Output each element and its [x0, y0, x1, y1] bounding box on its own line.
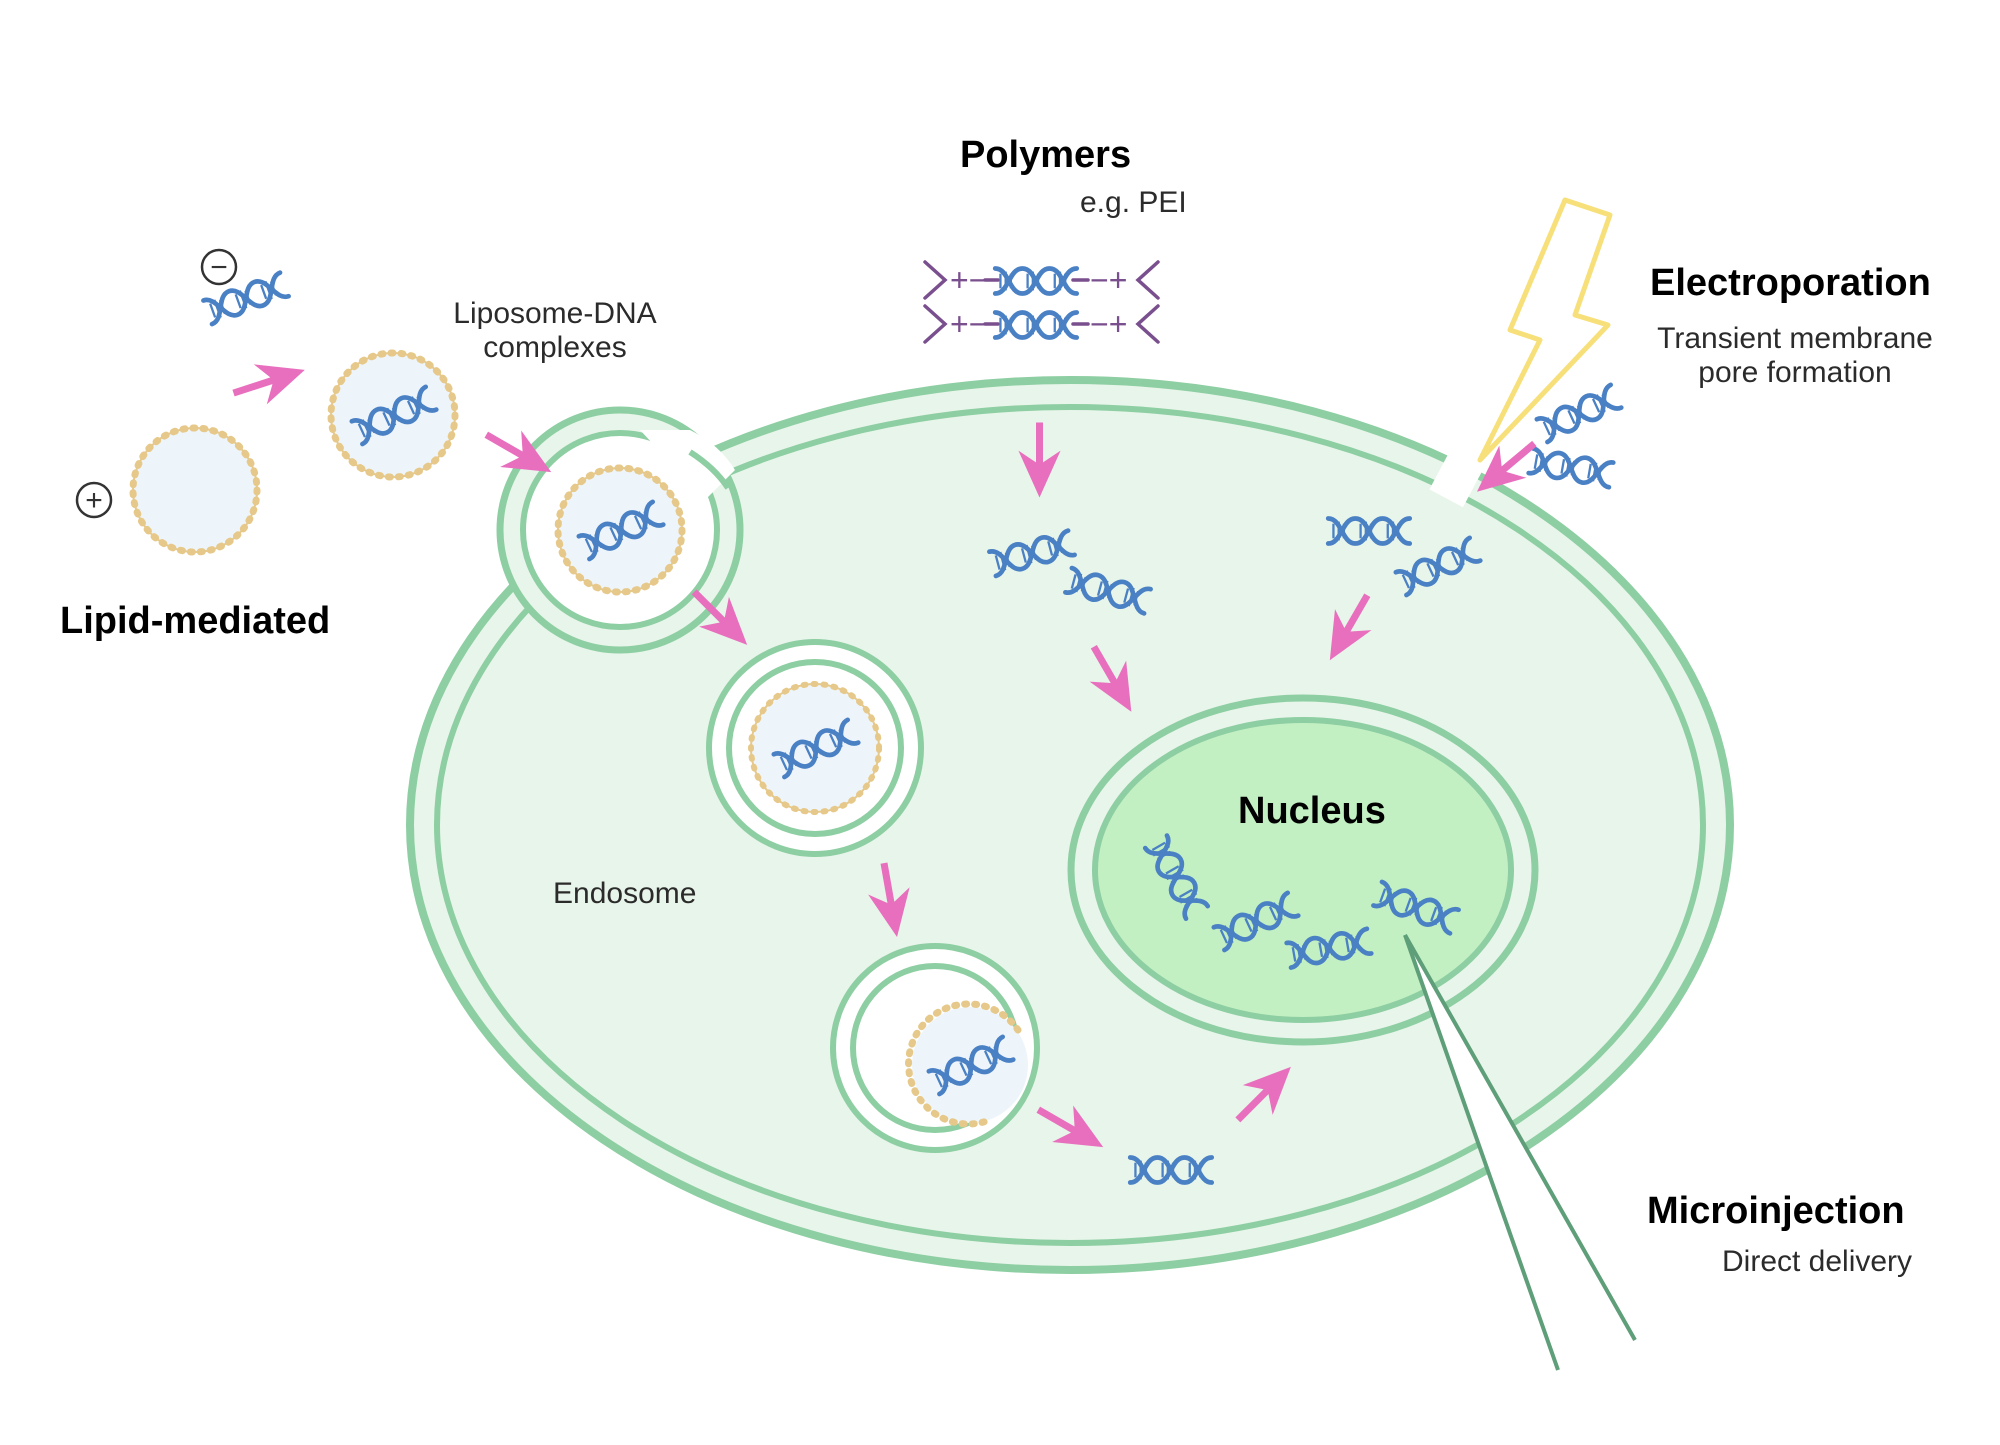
liposome-dna-line1: Liposome-DNA — [453, 297, 657, 330]
polymers-title: Polymers — [960, 134, 1132, 176]
dna-helix — [1537, 385, 1621, 442]
cell-membrane-outer — [406, 376, 1734, 1274]
lipid-mediated-title: Lipid-mediated — [60, 600, 331, 642]
polymer-charge-label: +− — [950, 262, 987, 298]
membrane-pore — [1429, 448, 1485, 508]
liposome-dna-line2: complexes — [483, 331, 627, 364]
liposome-empty — [129, 424, 261, 556]
charge-symbols: − + — [75, 248, 238, 519]
dna-helix — [995, 268, 1076, 293]
polymer-charge-label: +− — [950, 306, 987, 342]
endosome-label: Endosome — [553, 877, 697, 910]
polymer-charge-label: −+ — [1090, 306, 1127, 342]
polymers-example: e.g. PEI — [1080, 186, 1187, 219]
electroporation-desc: Transient membrane pore formation — [1630, 322, 1960, 390]
positive-charge-icon — [75, 481, 113, 519]
cell-membrane-inner — [434, 404, 1706, 1246]
polymer-complexes — [923, 260, 1160, 344]
nucleus-title: Nucleus — [1238, 790, 1386, 832]
negative-charge-symbol: − — [210, 251, 228, 284]
electroporation-title: Electroporation — [1650, 262, 1931, 304]
lightning-bolt-icon — [1477, 197, 1613, 463]
electroporation-desc-line2: pore formation — [1698, 356, 1892, 389]
microinjection-title: Microinjection — [1647, 1190, 1905, 1232]
arrow-icon — [226, 349, 312, 414]
ruptured-liposome — [905, 1000, 1022, 1128]
microinjection-needle — [1403, 934, 1637, 1371]
microinjection-desc: Direct delivery — [1722, 1245, 1913, 1278]
negative-charge-icon — [200, 248, 238, 286]
dna-helix — [995, 312, 1076, 337]
nucleus — [1067, 694, 1539, 1046]
polymer-charge-label: −+ — [1090, 262, 1127, 298]
liposome-dna-label: Liposome-DNA complexes — [420, 297, 690, 365]
positive-charge-symbol: + — [85, 484, 103, 517]
endosome-2 — [830, 943, 1040, 1153]
dna-helix — [1529, 448, 1614, 487]
electroporation-desc-line1: Transient membrane — [1657, 322, 1933, 355]
